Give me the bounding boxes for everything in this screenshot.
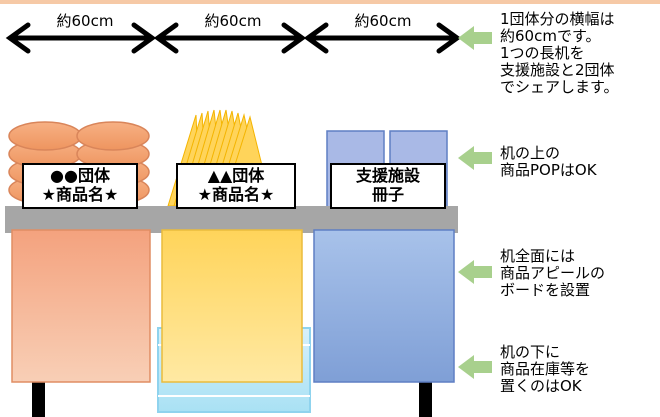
dimension-arrows [5,22,462,54]
note-pop-line: 机の上の [500,144,561,162]
dimension-label-1: 約60cm [56,12,114,30]
pop-sign-group1-name: ●●団体 [50,166,110,185]
pop-sign-group1: ●●団体 ★商品名★ [22,163,138,209]
appeal-board-group1 [11,229,151,383]
table-leg-right [419,382,432,417]
table-top [5,206,458,233]
note-stock: 机の下に 商品在庫等を 置くのはOK [500,344,590,395]
appeal-board-group2 [161,229,303,383]
note-arrow-pop [458,146,492,170]
table-leg-left [32,382,45,417]
pop-sign-group2: ▲▲団体 ★商品名★ [176,163,296,209]
dimension-arrow-2 [153,22,307,54]
note-board-line: 机全面には [500,247,576,265]
note-width-line: 約60cmです。 [500,27,601,45]
pop-sign-support-item: 冊子 [371,185,404,204]
pop-sign-support: 支援施設 冊子 [330,163,446,209]
note-width-line: 1団体分の横幅は [500,10,615,28]
note-arrow-stock [458,355,492,379]
note-board-line: ボードを設置 [500,281,591,299]
note-stock-line: 置くのはOK [500,377,582,395]
dimension-label-3: 約60cm [354,12,412,30]
pop-sign-group1-product: ★商品名★ [41,185,119,204]
note-pop-line: 商品POPはOK [500,161,597,179]
note-width-line: 1つの長机を [500,44,585,62]
note-width-line: でシェアします。 [500,78,619,96]
note-width: 1団体分の横幅は 約60cmです。 1つの長机を 支援施設と2団体 でシェアしま… [500,11,619,96]
top-color-band [0,0,660,4]
note-stock-line: 机の下に [500,343,561,361]
note-pop: 机の上の 商品POPはOK [500,145,597,179]
pop-sign-support-name: 支援施設 [355,166,420,185]
note-board: 机全面には 商品アピールの ボードを設置 [500,248,605,299]
note-stock-line: 商品在庫等を [500,360,591,378]
note-arrow-width [458,26,492,50]
pop-sign-group2-name: ▲▲団体 [207,166,265,185]
appeal-board-support [313,229,455,383]
dimension-arrow-1 [5,22,157,54]
pop-sign-group2-product: ★商品名★ [197,185,275,204]
dimension-arrow-3 [303,22,462,54]
note-board-line: 商品アピールの [500,264,606,282]
note-width-line: 支援施設と2団体 [500,61,615,79]
note-arrow-board [458,260,492,284]
dimension-label-2: 約60cm [204,12,262,30]
